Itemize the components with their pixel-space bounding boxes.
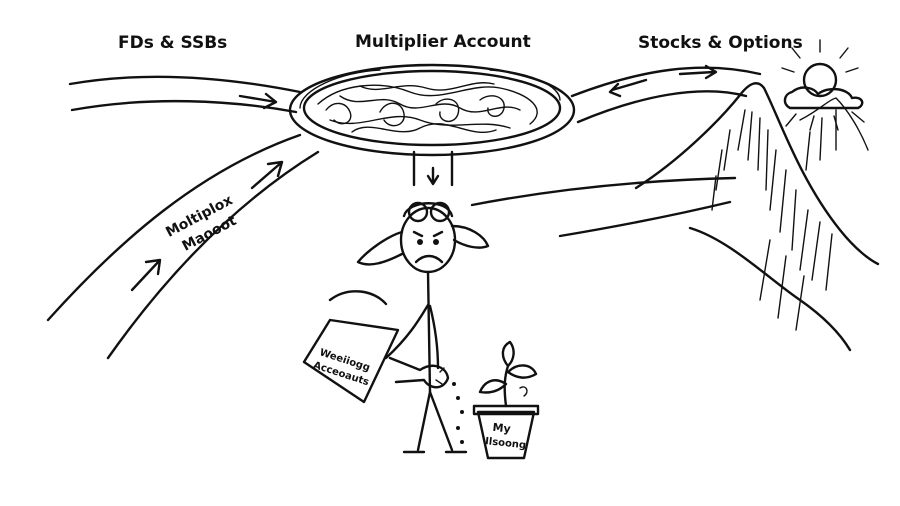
pot-text-line1: My — [492, 421, 511, 436]
slope — [470, 176, 737, 238]
multiplier-account-label: Multiplier Account — [355, 32, 531, 52]
stick-figure — [356, 201, 490, 454]
maze — [288, 63, 576, 187]
mountain — [634, 82, 880, 352]
sun-icon — [781, 39, 865, 131]
stocks-options-label: Stocks & Options — [638, 33, 803, 53]
fds-path — [68, 75, 302, 114]
stocks-path — [570, 64, 762, 124]
fds-ssbs-label: FDs & SSBs — [118, 33, 228, 53]
multiplier-path: Moltiplox Maooot — [46, 133, 320, 360]
plant-pot-icon: My Ilsoong — [472, 340, 540, 460]
pot-text-line2: Ilsoong — [485, 436, 527, 451]
